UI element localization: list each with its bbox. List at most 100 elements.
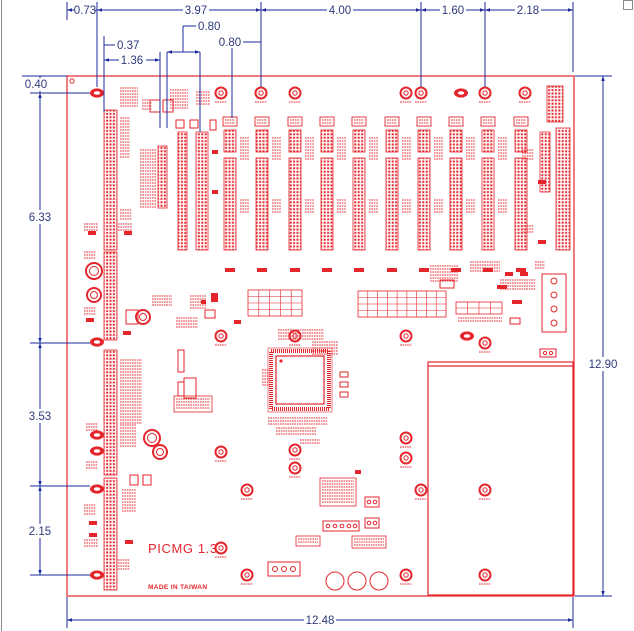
silkscreen-label bbox=[354, 538, 384, 546]
mounting-hole-ring bbox=[414, 483, 428, 497]
header-pin bbox=[542, 350, 548, 356]
capacitor bbox=[152, 444, 168, 460]
mounting-hole bbox=[478, 86, 492, 103]
header-pin bbox=[366, 499, 372, 505]
battery-holder-outline bbox=[369, 571, 389, 591]
mounting-hole-drill bbox=[218, 449, 224, 455]
mounting-hole-ring bbox=[254, 86, 268, 100]
header-pin bbox=[272, 566, 278, 572]
capacitor-body bbox=[89, 266, 99, 276]
battery-holder-outline bbox=[325, 571, 345, 591]
smd-component bbox=[355, 470, 361, 474]
dimension-label-top-5: 2.18 bbox=[517, 5, 539, 17]
silkscreen-label bbox=[86, 461, 98, 469]
small-component bbox=[149, 99, 161, 113]
mounting-hole-ring bbox=[399, 451, 413, 465]
pin-header bbox=[267, 561, 301, 577]
pad-drill bbox=[93, 449, 101, 453]
edge-connector bbox=[103, 349, 118, 476]
dimension-label-left-3: 3.53 bbox=[29, 411, 51, 423]
label-background bbox=[27, 409, 53, 423]
silkscreen-label bbox=[322, 119, 332, 124]
smd-component bbox=[505, 272, 513, 276]
silkscreen-label bbox=[196, 91, 210, 105]
dimension-label-connector-offset: 0.37 bbox=[117, 40, 139, 52]
silkscreen-label bbox=[240, 137, 249, 160]
dimension-label-top-2: 3.97 bbox=[185, 5, 207, 17]
silkscreen-label bbox=[354, 119, 364, 124]
slot-component bbox=[516, 268, 526, 272]
cpu-card-connector bbox=[195, 131, 209, 251]
mounting-pad bbox=[90, 88, 104, 98]
dimension-label-connector-pitch-b: 0.80 bbox=[219, 37, 241, 49]
header-pin bbox=[325, 523, 331, 529]
slot-component bbox=[419, 268, 429, 272]
header-outline bbox=[539, 348, 557, 358]
mounting-hole-drill bbox=[403, 435, 409, 441]
slot-connector-short bbox=[352, 129, 366, 153]
chip-keepout bbox=[267, 347, 333, 413]
label-background bbox=[119, 53, 146, 67]
slot-header bbox=[513, 116, 529, 127]
header-pin bbox=[372, 520, 378, 526]
small-component bbox=[189, 119, 199, 129]
mounting-hole bbox=[518, 86, 532, 103]
connector-pin bbox=[550, 291, 558, 299]
silkscreen-label bbox=[466, 199, 475, 213]
capacitor-outline bbox=[85, 262, 103, 280]
smd-component bbox=[212, 190, 218, 194]
capacitor bbox=[86, 287, 102, 303]
dimension-label-top-4: 1.60 bbox=[442, 5, 464, 17]
silkscreen-label bbox=[451, 119, 461, 124]
slot-connector-short bbox=[481, 129, 495, 153]
small-component bbox=[162, 99, 174, 113]
smd-component bbox=[125, 540, 133, 544]
mounting-hole bbox=[478, 568, 492, 585]
chip-pins bbox=[269, 349, 331, 411]
silkscreen-label bbox=[278, 329, 324, 340]
label-background bbox=[440, 3, 466, 17]
label-background bbox=[183, 3, 209, 17]
silkscreen-label bbox=[118, 559, 130, 570]
smd-component bbox=[124, 231, 132, 235]
pin-header bbox=[539, 348, 557, 358]
slot-component bbox=[225, 268, 235, 272]
capacitor bbox=[85, 262, 103, 280]
mounting-pad bbox=[460, 331, 474, 341]
silkscreen-note-box bbox=[351, 535, 387, 549]
mounting-hole-drill bbox=[244, 572, 250, 578]
small-component bbox=[125, 309, 139, 325]
dimension-label-left-1: 0.40 bbox=[25, 79, 47, 91]
slot-connector-short bbox=[385, 129, 399, 153]
dimension-label-overall-height: 12.90 bbox=[589, 359, 618, 371]
connector-outline bbox=[541, 273, 567, 333]
header-pin bbox=[332, 523, 338, 529]
smd-component bbox=[538, 240, 546, 244]
card-slot bbox=[254, 116, 281, 272]
silkscreen-label bbox=[402, 199, 411, 213]
mounting-hole bbox=[399, 568, 413, 585]
mounting-hole-ring bbox=[478, 336, 492, 350]
cpu-card-connector bbox=[157, 145, 168, 209]
silkscreen-label bbox=[142, 99, 152, 110]
silkscreen-label bbox=[276, 427, 316, 435]
mounting-hole-ring bbox=[240, 568, 254, 582]
silkscreen-note-box bbox=[319, 477, 357, 507]
slot-connector-long bbox=[417, 157, 431, 251]
capacitor-body bbox=[156, 448, 164, 456]
pad-drill bbox=[93, 91, 101, 95]
power-connector bbox=[539, 131, 551, 193]
silkscreen-label bbox=[434, 199, 443, 213]
mounting-hole-drill bbox=[292, 90, 298, 96]
silkscreen-label bbox=[272, 137, 281, 160]
header-pin bbox=[290, 566, 296, 572]
slot-connector-long bbox=[320, 157, 334, 251]
capacitor-outline bbox=[86, 287, 102, 303]
board-title: PICMG 1.3 bbox=[148, 541, 218, 556]
slot-component bbox=[354, 268, 364, 272]
slot-header bbox=[351, 116, 367, 127]
slot-header bbox=[254, 116, 270, 127]
mounting-hole-drill bbox=[418, 487, 424, 493]
silkscreen-label bbox=[369, 199, 378, 213]
label-background bbox=[23, 78, 49, 91]
